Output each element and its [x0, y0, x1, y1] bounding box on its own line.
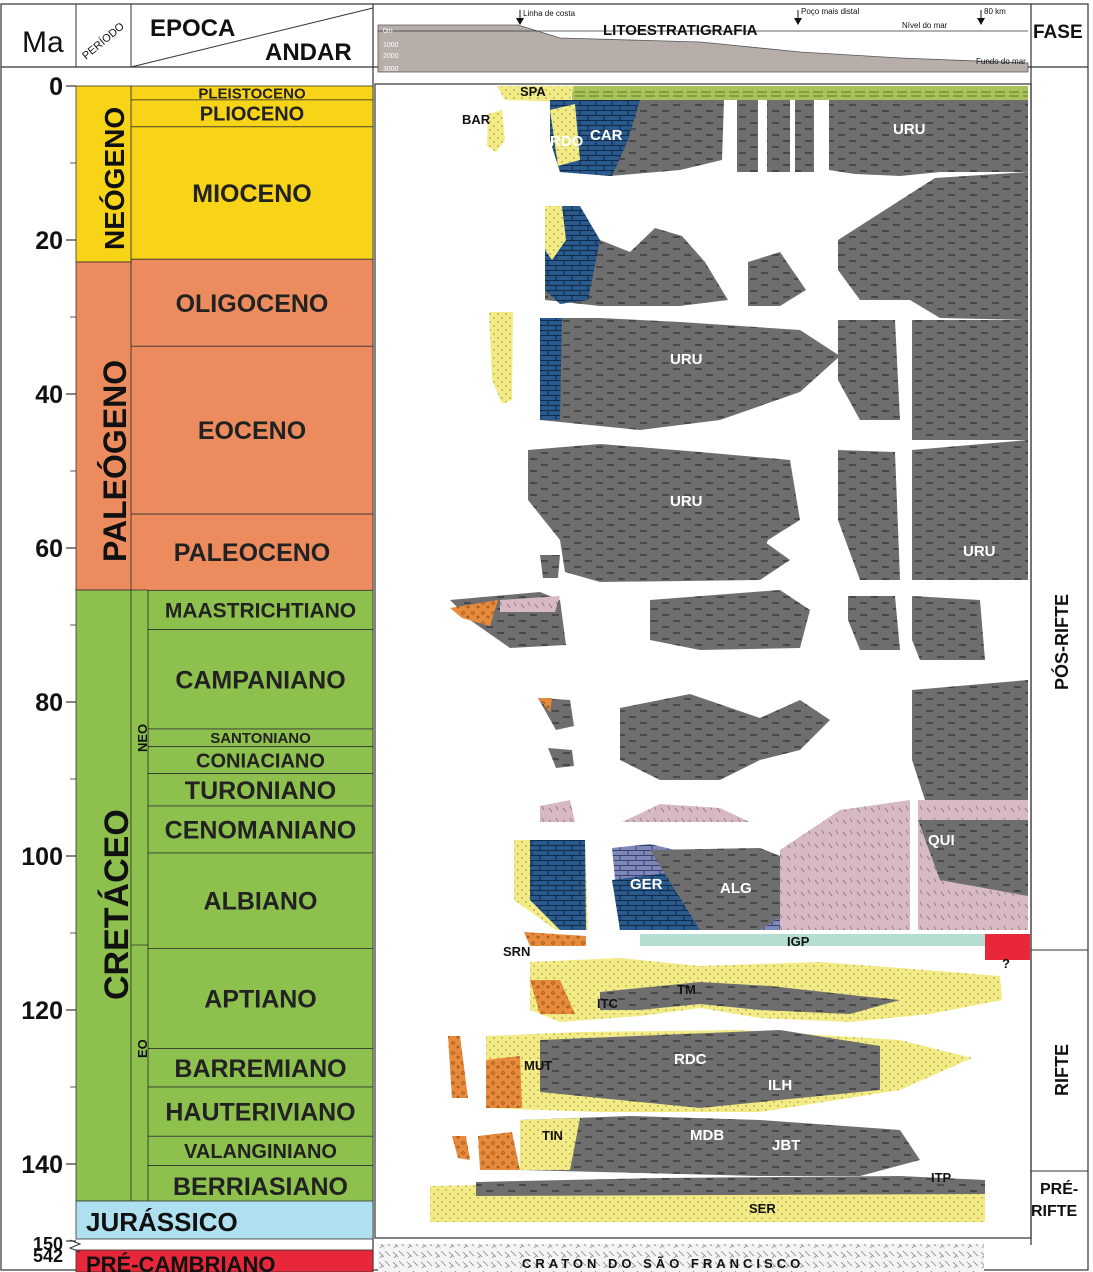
phase-pos-rifte: PÓS-RIFTE [1051, 594, 1072, 690]
svg-text:BAR: BAR [462, 112, 491, 127]
svg-text:MUT: MUT [524, 1058, 552, 1073]
epoch-label: SANTONIANO [210, 730, 311, 747]
epoch-label: CENOMANIANO [165, 816, 357, 844]
epoch-label: VALANGINIANO [184, 1141, 337, 1163]
epoch-label: PALEOCENO [174, 539, 331, 567]
age-axis: 020406080100120140150542 [21, 73, 76, 1266]
age-tick-label: 140 [21, 1151, 63, 1179]
age-tick-label: 0 [49, 73, 63, 101]
svg-text:GER: GER [630, 876, 663, 893]
svg-text:SER: SER [749, 1201, 776, 1216]
phase-rifte: RIFTE [1052, 1044, 1072, 1096]
craton-label: CRATON DO SÃO FRANCISCO [522, 1256, 804, 1271]
age-tick-label: 120 [21, 997, 63, 1025]
svg-text:ILH: ILH [768, 1077, 792, 1094]
nivel-mar-label: Nível do mar [902, 21, 948, 30]
poco-label: Poço mais distal [801, 7, 859, 16]
phase-pre-rifte-2: RIFTE [1031, 1203, 1078, 1220]
svg-text:0m: 0m [383, 28, 393, 35]
svg-text:TIN: TIN [542, 1128, 563, 1143]
svg-text:SRN: SRN [503, 944, 530, 959]
epoch-label: BARREMIANO [174, 1055, 346, 1083]
age-tick-label: 40 [35, 381, 63, 409]
svg-text:SPA: SPA [520, 84, 546, 99]
svg-text:URU: URU [670, 493, 703, 510]
svg-text:ITP: ITP [931, 1170, 952, 1185]
epoch-label: OLIGOCENO [176, 290, 329, 318]
epoca-header: EPOCA [150, 15, 235, 42]
svg-text:TM: TM [677, 982, 696, 997]
km80-label: 80 km [984, 7, 1006, 16]
age-tick-label: 60 [35, 535, 63, 563]
phase-pre-rifte: PRÉ- [1040, 1179, 1078, 1198]
period-jurassico: JURÁSSICO [86, 1207, 238, 1237]
period-cretaceo: CRETÁCEO [98, 809, 136, 1000]
epoch-label: HAUTERIVIANO [165, 1099, 355, 1127]
svg-text:?: ? [1002, 956, 1010, 971]
epoch-label: MIOCENO [192, 180, 311, 208]
andar-header: ANDAR [265, 39, 352, 66]
svg-text:URU: URU [893, 121, 926, 138]
svg-text:CAR: CAR [590, 127, 623, 144]
fase-header: FASE [1033, 22, 1083, 43]
epoch-columns: PLEISTOCENOPLIOCENOMIOCENOOLIGOCENOEOCEN… [131, 85, 373, 1206]
lithology-section [378, 86, 1030, 1272]
epoch-label: PLIOCENO [200, 104, 304, 126]
subperiod-neo: NEO [135, 724, 150, 752]
svg-text:RDO: RDO [550, 133, 584, 150]
svg-text:1000: 1000 [383, 42, 399, 49]
epoch-label: MAASTRICHTIANO [165, 600, 356, 623]
svg-text:IGP: IGP [787, 934, 810, 949]
svg-text:MDB: MDB [690, 1127, 724, 1144]
age-tick-label: 100 [21, 843, 63, 871]
svg-text:URU: URU [670, 351, 703, 368]
epoch-label: TURONIANO [185, 777, 336, 805]
lito-title: LITOESTRATIGRAFIA [603, 22, 758, 39]
epoch-label: CONIACIANO [196, 750, 325, 772]
age-tick-label: 80 [35, 689, 63, 717]
ma-header: Ma [22, 26, 64, 59]
svg-text:RDC: RDC [674, 1051, 707, 1068]
age-tick-label: 20 [35, 227, 63, 255]
epoch-label: EOCENO [198, 417, 306, 445]
linha-costa-label: Linha de costa [523, 9, 576, 18]
epoch-label: ALBIANO [204, 888, 318, 916]
subperiod-eo: EO [135, 1039, 150, 1058]
svg-text:URU: URU [963, 543, 996, 560]
period-precambriano: PRÉ-CAMBRIANO [86, 1252, 275, 1272]
age-tick-542: 542 [33, 1246, 63, 1266]
epoch-label: APTIANO [204, 985, 317, 1013]
svg-text:ALG: ALG [720, 880, 752, 897]
svg-text:ITC: ITC [597, 996, 619, 1011]
epoch-label: BERRIASIANO [173, 1173, 348, 1201]
svg-text:JBT: JBT [772, 1137, 800, 1154]
basin-profile [378, 10, 1028, 72]
svg-text:QUI: QUI [928, 832, 955, 849]
svg-text:2000: 2000 [383, 53, 399, 60]
svg-text:3000: 3000 [383, 66, 399, 73]
period-paleogeno: PALEÓGENO [97, 360, 133, 562]
epoch-label: CAMPANIANO [175, 666, 345, 694]
periodo-header: PERÍODO [80, 19, 128, 62]
period-neogeno: NEÓGENO [99, 107, 130, 250]
fundo-mar-label: Fundo do mar [976, 57, 1026, 66]
